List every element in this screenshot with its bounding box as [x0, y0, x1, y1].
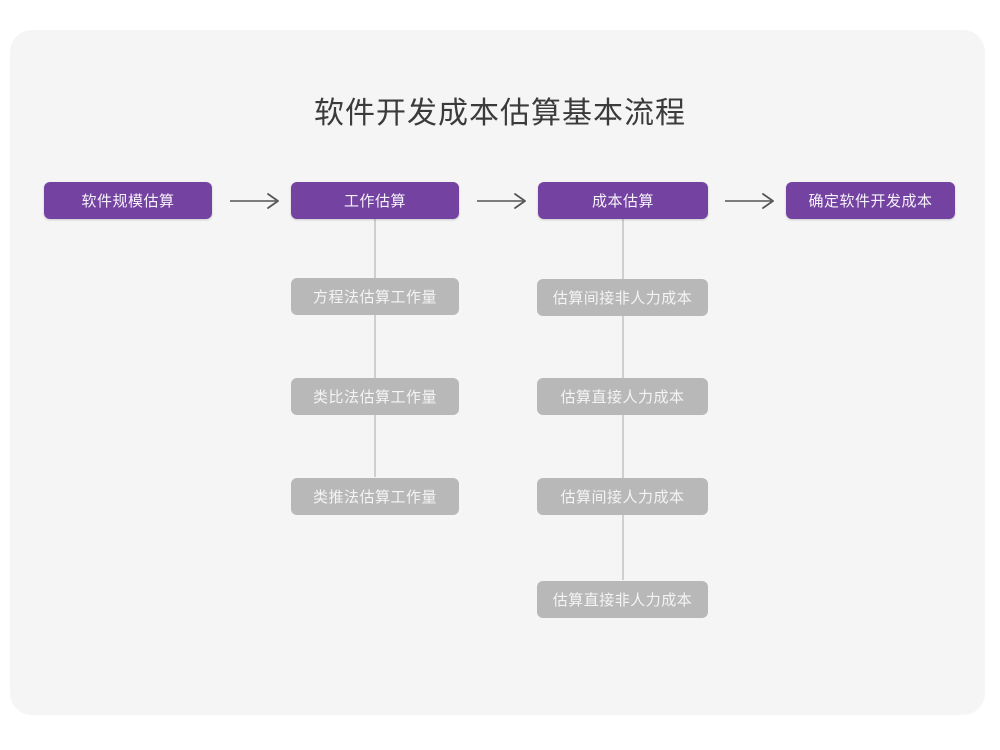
diagram-card	[10, 30, 985, 715]
arrow-right-icon-1	[228, 190, 284, 212]
branch-item-equation-method-workload[interactable]: 方程法估算工作量	[291, 278, 459, 315]
branch-item-direct-labor-cost[interactable]: 估算直接人力成本	[537, 378, 708, 415]
branch-item-analogy-method-workload[interactable]: 类比法估算工作量	[291, 378, 459, 415]
page-title: 软件开发成本估算基本流程	[314, 97, 686, 130]
branch-item-indirect-nonlabor-cost[interactable]: 估算间接非人力成本	[537, 279, 708, 316]
branch-item-direct-nonlabor-cost[interactable]: 估算直接非人力成本	[537, 581, 708, 618]
flow-step-cost-estimation[interactable]: 成本估算	[538, 182, 708, 219]
arrow-right-icon-3	[723, 190, 779, 212]
arrow-right-icon-2	[475, 190, 531, 212]
flow-step-work-estimation[interactable]: 工作估算	[291, 182, 459, 219]
branch-item-indirect-labor-cost[interactable]: 估算间接人力成本	[537, 478, 708, 515]
branch-item-analogical-method-workload[interactable]: 类推法估算工作量	[291, 478, 459, 515]
flow-step-software-scale-estimation[interactable]: 软件规模估算	[44, 182, 212, 219]
connector-line-work-estimation	[374, 219, 376, 477]
flow-step-determine-development-cost[interactable]: 确定软件开发成本	[786, 182, 955, 219]
